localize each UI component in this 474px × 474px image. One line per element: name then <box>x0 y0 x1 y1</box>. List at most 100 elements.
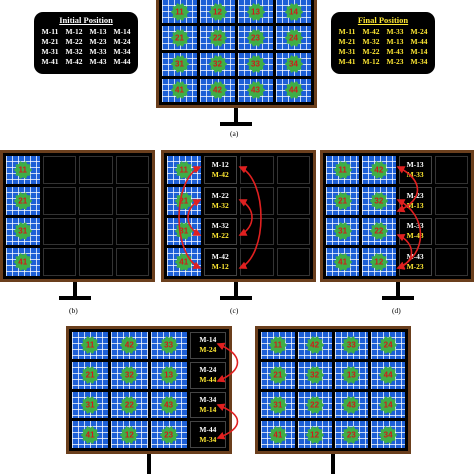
target-module-label: M-34 <box>199 434 217 444</box>
module-id: 31 <box>85 400 95 410</box>
solar-module: 41 <box>326 248 360 276</box>
solar-module: 44 <box>276 78 311 102</box>
solar-module: 33 <box>238 52 273 76</box>
solar-module: 31 <box>72 391 109 419</box>
module-gear-icon: 12 <box>369 253 389 272</box>
module-gear-icon: 41 <box>333 253 352 272</box>
module-id: 11 <box>175 7 184 17</box>
solar-module: 21 <box>72 361 109 389</box>
caption-a: (a) <box>230 129 239 138</box>
empty-slot <box>115 186 149 215</box>
solar-module: 11 <box>167 156 201 184</box>
module-id: 41 <box>338 257 348 267</box>
empty-slot <box>115 156 149 184</box>
module-id: 31 <box>273 400 283 410</box>
solar-module: 23 <box>334 421 369 448</box>
module-gear-icon: 44 <box>378 366 398 385</box>
solar-module: 11 <box>162 0 197 24</box>
module-id: 34 <box>383 430 393 440</box>
legend-entry: M-34 <box>113 47 131 56</box>
legend-entry: M-22 <box>362 47 380 56</box>
module-id: 23 <box>346 430 356 440</box>
caption-b: (b) <box>69 306 78 315</box>
module-gear-icon: 23 <box>246 28 265 47</box>
module-id: 13 <box>164 370 174 380</box>
module-id: 24 <box>383 340 393 350</box>
legend-entry: M-42 <box>362 27 380 36</box>
module-gear-icon: 24 <box>378 336 398 355</box>
module-id: 12 <box>310 430 320 440</box>
module-id: 31 <box>175 59 184 69</box>
legend-entry: M-42 <box>65 57 83 66</box>
target-module-label: M-22 <box>211 231 229 241</box>
module-id: 41 <box>179 257 189 267</box>
solar-module: 21 <box>6 186 40 215</box>
module-id: 41 <box>18 257 28 267</box>
solar-module: 41 <box>167 248 201 276</box>
module-gear-icon: 11 <box>333 160 352 179</box>
module-id: 41 <box>273 430 283 440</box>
current-module-label: M-33 <box>406 221 424 231</box>
solar-module: 24 <box>371 332 405 359</box>
monitor-a-base <box>220 122 252 126</box>
current-module-label: M-14 <box>199 335 217 345</box>
module-id: 13 <box>251 7 260 17</box>
solar-module: 14 <box>276 0 311 24</box>
legend-entry: M-23 <box>89 37 107 46</box>
empty-slot <box>240 186 274 215</box>
module-gear-icon: 41 <box>13 253 33 272</box>
module-id: 21 <box>179 196 189 206</box>
module-gear-icon: 21 <box>333 191 352 210</box>
module-gear-icon: 21 <box>170 28 189 47</box>
module-id: 32 <box>124 370 134 380</box>
solar-module: 23 <box>238 26 273 50</box>
legend-entry: M-24 <box>410 27 428 36</box>
module-gear-icon: 21 <box>13 191 33 210</box>
empty-slot <box>276 186 310 215</box>
module-gear-icon: 33 <box>246 55 265 74</box>
module-gear-icon: 42 <box>305 336 324 355</box>
caption-d: (d) <box>392 306 401 315</box>
module-gear-icon: 31 <box>80 395 100 414</box>
module-gear-icon: 32 <box>120 366 139 385</box>
module-gear-icon: 13 <box>246 2 265 21</box>
module-id: 14 <box>289 7 298 17</box>
solar-module: 42 <box>111 332 148 359</box>
module-id: 22 <box>310 400 320 410</box>
current-module-label: M-32 <box>211 221 229 231</box>
module-gear-icon: 21 <box>174 191 194 210</box>
solar-module: 44 <box>371 361 405 389</box>
legend-entry: M-44 <box>410 37 428 46</box>
initial-legend-title: Initial Position <box>59 15 113 25</box>
module-id: 21 <box>175 33 184 43</box>
empty-slot <box>79 156 113 184</box>
module-id: 11 <box>18 165 27 175</box>
module-gear-icon: 43 <box>342 395 361 414</box>
caption-c: (c) <box>230 306 239 315</box>
module-gear-icon: 44 <box>284 81 303 100</box>
legend-entry: M-31 <box>41 47 59 56</box>
module-gear-icon: 13 <box>159 366 178 385</box>
solar-module: 31 <box>162 52 197 76</box>
module-gear-icon: 22 <box>120 395 139 414</box>
module-id: 22 <box>374 226 384 236</box>
legend-entry: M-34 <box>410 57 428 66</box>
solar-module: 11 <box>326 156 360 184</box>
legend-entry: M-12 <box>362 57 380 66</box>
module-id: 33 <box>346 340 356 350</box>
solar-module: 13 <box>238 0 273 24</box>
solar-module: 32 <box>200 52 235 76</box>
legend-entry: M-43 <box>89 57 107 66</box>
solar-module: 12 <box>362 248 396 276</box>
solar-module: 12 <box>111 421 148 448</box>
module-id: 42 <box>374 165 384 175</box>
